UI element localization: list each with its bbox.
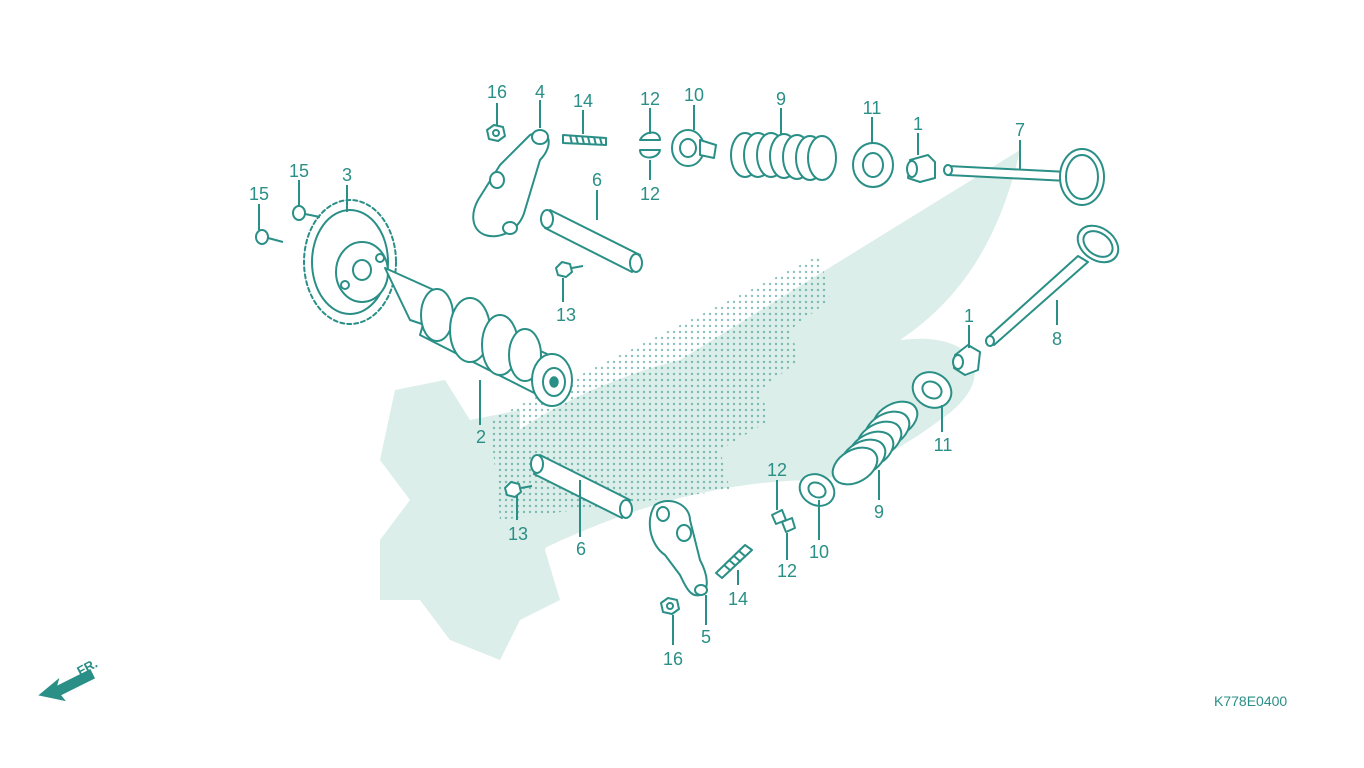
callout-13: 13 xyxy=(508,524,528,544)
leader-lines xyxy=(258,100,1058,645)
callout-1: 1 xyxy=(913,114,923,134)
callout-13: 13 xyxy=(556,305,576,325)
callout-1: 1 xyxy=(964,306,974,326)
callout-12: 12 xyxy=(640,89,660,109)
callout-6: 6 xyxy=(576,539,586,559)
rocker-arm-upper xyxy=(472,129,550,238)
valve-7 xyxy=(943,148,1105,206)
bolt-15-upper xyxy=(292,205,321,221)
valve-cotter-12-lower xyxy=(771,509,796,533)
bolt-15-lower xyxy=(255,229,284,245)
spring-seat-11-lower xyxy=(911,371,953,409)
callout-4: 4 xyxy=(535,82,545,102)
stem-seal-10-lower xyxy=(798,473,836,507)
seal-1-lower xyxy=(952,344,981,376)
callout-6: 6 xyxy=(592,170,602,190)
valve-spring-9-upper xyxy=(730,132,837,181)
rocker-shaft-upper xyxy=(540,209,643,273)
callout-8: 8 xyxy=(1052,329,1062,349)
callout-16: 16 xyxy=(487,82,507,102)
callout-10: 10 xyxy=(684,85,704,105)
rocker-shaft-lower xyxy=(530,454,633,519)
callout-labels: 16 4 14 12 12 10 9 11 1 7 15 15 3 6 13 1… xyxy=(249,82,1062,669)
bolt-13-lower xyxy=(504,481,533,498)
callout-11: 11 xyxy=(934,435,953,455)
spring-seat-11-upper xyxy=(852,142,894,188)
honda-watermark-icon xyxy=(380,150,1020,660)
nut-16-lower xyxy=(660,597,680,615)
rocker-arm-lower xyxy=(648,500,708,597)
callout-7: 7 xyxy=(1015,120,1025,140)
drawing-code: K778E0400 xyxy=(1214,693,1287,709)
callout-9: 9 xyxy=(874,502,884,522)
callout-2: 2 xyxy=(476,427,486,447)
camshaft xyxy=(384,267,573,407)
cam-sprocket xyxy=(303,199,397,325)
callout-14: 14 xyxy=(728,589,748,609)
adjust-screw-14-lower xyxy=(715,544,753,579)
front-arrow-icon: FR. xyxy=(38,656,100,702)
nut-16-upper xyxy=(486,124,506,142)
valve-spring-9-lower xyxy=(831,400,919,486)
adjust-screw-14-upper xyxy=(562,134,607,146)
bolt-13-upper xyxy=(555,261,584,278)
valve-cotter-12-upper xyxy=(639,131,661,159)
stem-seal-10-upper xyxy=(671,129,717,167)
seal-1-upper xyxy=(906,154,936,183)
callout-5: 5 xyxy=(701,627,711,647)
valve-8 xyxy=(985,224,1120,347)
callout-10: 10 xyxy=(809,542,829,562)
callout-3: 3 xyxy=(342,165,352,185)
callout-12: 12 xyxy=(777,561,797,581)
callout-11: 11 xyxy=(863,98,882,118)
callout-16: 16 xyxy=(663,649,683,669)
callout-15: 15 xyxy=(249,184,269,204)
callout-12: 12 xyxy=(767,460,787,480)
callout-12: 12 xyxy=(640,184,660,204)
callout-14: 14 xyxy=(573,91,593,111)
callout-15: 15 xyxy=(289,161,309,181)
callout-9: 9 xyxy=(776,89,786,109)
